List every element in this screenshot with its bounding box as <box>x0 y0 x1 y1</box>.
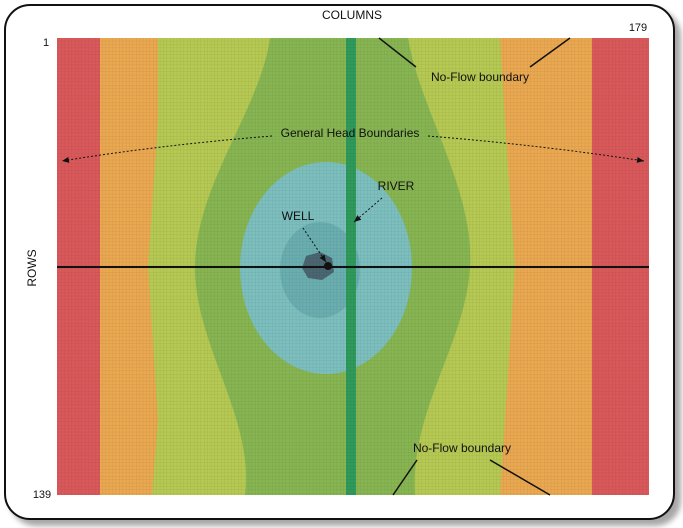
noflow-bottom-leader-left <box>392 459 418 496</box>
columns-axis-label: COLUMNS <box>322 8 382 22</box>
well-label: WELL <box>282 209 315 223</box>
general-head-arrow-left <box>61 135 273 163</box>
noflow-top-label: No-Flow boundary <box>431 70 529 84</box>
column-start-label: 1 <box>43 37 49 49</box>
general-head-label: General Head Boundaries <box>281 126 420 140</box>
well-arrow <box>302 227 327 263</box>
well-marker <box>324 262 332 270</box>
column-end-label: 179 <box>629 22 647 34</box>
noflow-bottom-label: No-Flow boundary <box>413 441 511 455</box>
noflow-bottom-leader-right <box>489 459 551 496</box>
noflow-top-leader-right <box>529 37 571 68</box>
river-label: RIVER <box>378 179 415 193</box>
rows-axis-label: ROWS <box>25 249 39 286</box>
noflow-top-leader-left <box>378 37 417 68</box>
row-end-label: 139 <box>33 489 51 501</box>
